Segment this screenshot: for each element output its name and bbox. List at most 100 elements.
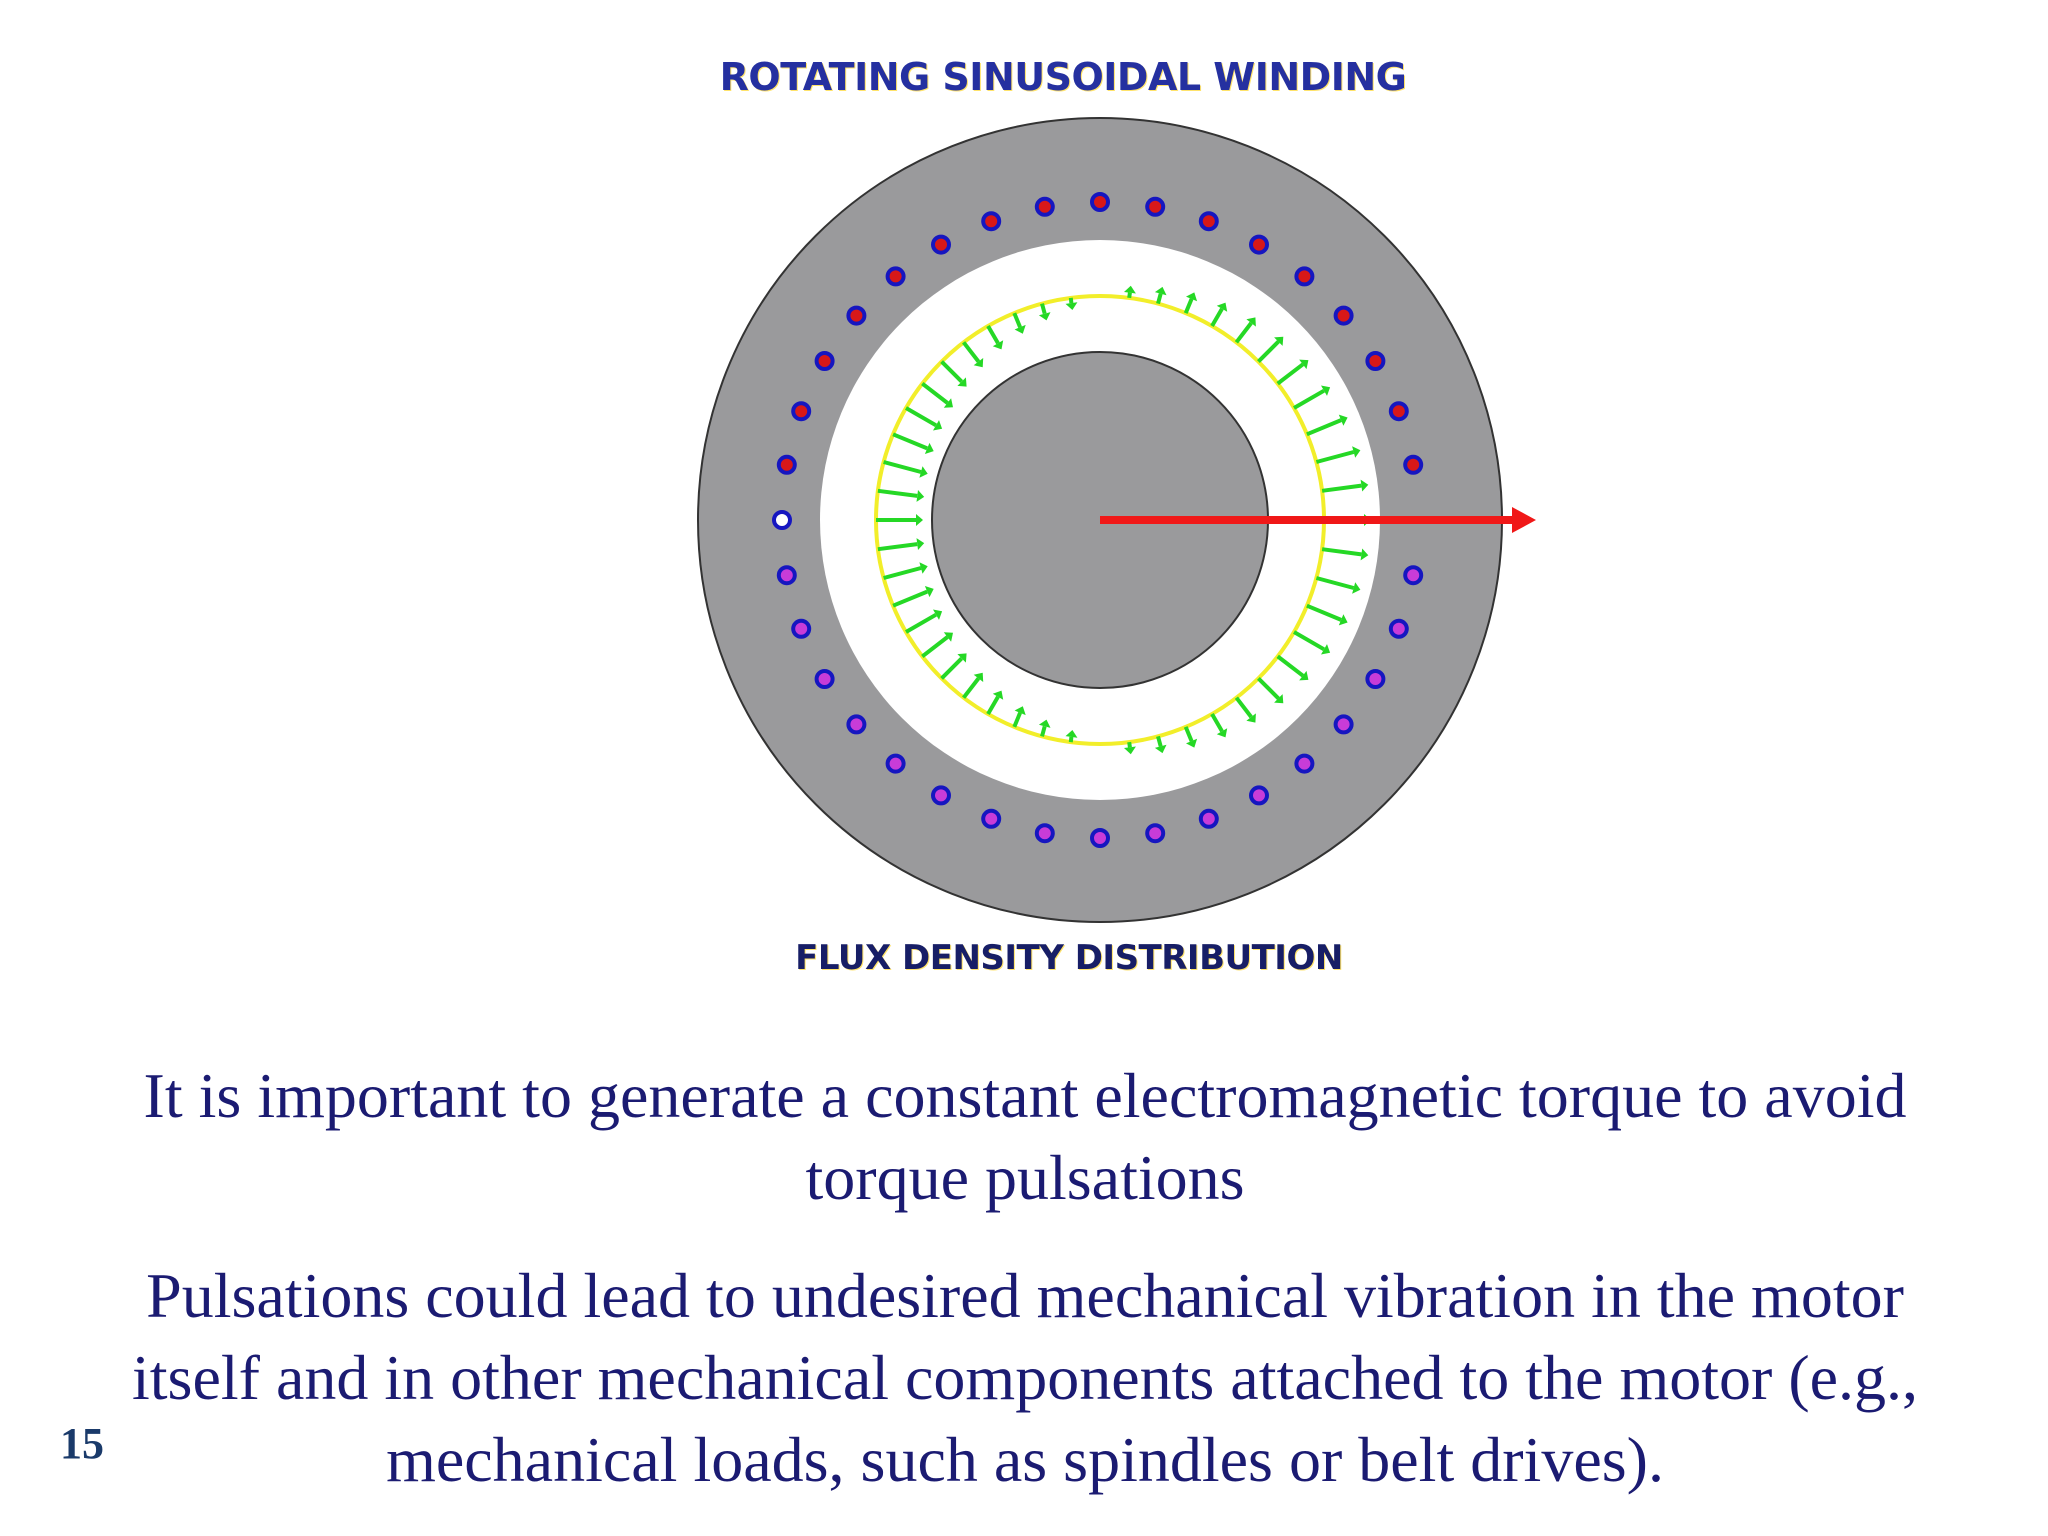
- flux-arrow: [1315, 576, 1355, 590]
- conductor-dot: [1034, 196, 1055, 217]
- flux-arrow-head: [943, 632, 953, 642]
- flux-arrow-head: [1186, 292, 1198, 302]
- flux-arrow-head: [1065, 730, 1078, 738]
- flux-arrow: [892, 589, 928, 608]
- flux-arrow: [962, 677, 981, 699]
- flux-arrow-head: [973, 358, 984, 368]
- flux-arrow: [921, 382, 949, 405]
- conductor-dot: [1198, 808, 1219, 829]
- flux-arrow-head: [1338, 414, 1348, 426]
- flux-arrow: [1127, 292, 1132, 299]
- flux-arrow-head: [1154, 286, 1167, 296]
- flux-arrow: [1306, 418, 1342, 437]
- conductor-dot: [1198, 211, 1219, 232]
- conductor-dot: [1333, 714, 1354, 735]
- flux-arrow: [1040, 303, 1047, 315]
- flux-arrow: [1156, 735, 1163, 747]
- flux-arrow-head: [1352, 446, 1361, 458]
- flux-arrow: [1293, 630, 1325, 652]
- flux-arrow-head: [933, 420, 943, 431]
- flux-arrow: [940, 656, 964, 680]
- flux-arrow: [1276, 654, 1305, 678]
- conductor-dot: [1145, 196, 1166, 217]
- flux-arrow-head: [1360, 479, 1369, 492]
- flux-arrow: [1315, 450, 1355, 464]
- conductor-dot: [1294, 753, 1315, 774]
- conductor-dot: [1034, 823, 1055, 844]
- flux-arrow: [905, 406, 937, 428]
- flux-arrow-head: [1065, 302, 1078, 310]
- diagram-title: ROTATING SINUSOIDAL WINDING: [719, 55, 1407, 99]
- paragraph-pulsations: Pulsations could lead to undesired mecha…: [131, 1260, 1919, 1495]
- flux-arrow: [1234, 696, 1253, 719]
- conductor-dot: [772, 510, 792, 530]
- conductor-dot: [931, 234, 951, 255]
- page-number: 15: [60, 1419, 104, 1468]
- conductor-dot: [814, 351, 835, 371]
- conductor-dot: [931, 785, 951, 806]
- flux-arrow-head: [919, 466, 928, 478]
- flux-arrow: [1256, 340, 1280, 364]
- stator-conductors: [772, 192, 1424, 848]
- flux-arrow-head: [957, 653, 967, 663]
- flux-arrow-head: [916, 538, 925, 550]
- flux-arrow-head: [1321, 644, 1331, 655]
- flux-arrow-head: [1216, 302, 1228, 312]
- conductor-dot: [814, 669, 835, 689]
- flux-arrow-head: [973, 672, 984, 682]
- conductor-dot: [1249, 785, 1269, 806]
- flux-arrow-head: [957, 377, 967, 387]
- flux-arrow: [1068, 736, 1074, 743]
- flux-arrow: [1293, 388, 1325, 410]
- flux-arrow-head: [924, 586, 934, 598]
- flux-arrow-head: [1246, 317, 1256, 327]
- flux-arrow: [1183, 726, 1194, 742]
- flux-arrow: [1321, 483, 1362, 493]
- flux-arrow-head: [1274, 336, 1284, 346]
- flux-arrow: [877, 488, 918, 498]
- flux-arrow-head: [1038, 312, 1051, 321]
- flux-arrow: [1012, 312, 1022, 328]
- flux-arrow: [1040, 725, 1047, 737]
- conductor-dot: [1333, 305, 1354, 326]
- conductor-dot: [776, 565, 797, 586]
- flux-arrow: [1183, 298, 1194, 314]
- conductor-dot: [791, 401, 812, 422]
- flux-arrow: [1234, 321, 1253, 344]
- flux-arrow: [883, 566, 922, 580]
- conductor-dot: [791, 618, 812, 639]
- flux-arrow-head: [992, 340, 1004, 350]
- conductor-dot: [1294, 266, 1315, 287]
- conductor-dot: [846, 305, 867, 326]
- flux-arrow-head: [1360, 548, 1369, 561]
- flux-arrow: [877, 542, 918, 552]
- flux-arrow-head: [1124, 746, 1136, 755]
- flux-arrow-head: [1246, 713, 1256, 723]
- flux-arrow-head: [1124, 285, 1136, 294]
- conductor-dot: [981, 211, 1002, 232]
- conductor-dot: [1145, 823, 1166, 844]
- conductor-dot: [1365, 669, 1386, 689]
- flux-arrow-head: [1038, 719, 1051, 728]
- flux-arrow-head: [1321, 385, 1331, 396]
- flux-arrow-head: [1274, 694, 1284, 704]
- flux-arrow: [1256, 676, 1280, 700]
- flux-arrow: [986, 695, 1000, 716]
- flux-arrow-head: [1338, 614, 1348, 626]
- flux-arrow-head: [943, 398, 953, 408]
- flux-arrow-head: [924, 442, 934, 454]
- flux-arrow: [1127, 741, 1132, 748]
- conductor-dot: [885, 753, 906, 774]
- flux-arrow: [1210, 712, 1224, 733]
- flux-arrow-head: [1014, 324, 1026, 334]
- flux-arrow-head: [1299, 359, 1309, 370]
- flux-arrow: [1321, 547, 1362, 557]
- conductor-dot: [1090, 828, 1110, 848]
- conductor-dot: [1388, 618, 1409, 639]
- conductor-dot: [846, 714, 867, 735]
- flux-arrow-head: [1014, 706, 1026, 716]
- conductor-dot: [1403, 565, 1424, 586]
- conductor-dot: [1249, 234, 1269, 255]
- flux-arrow: [1276, 362, 1305, 386]
